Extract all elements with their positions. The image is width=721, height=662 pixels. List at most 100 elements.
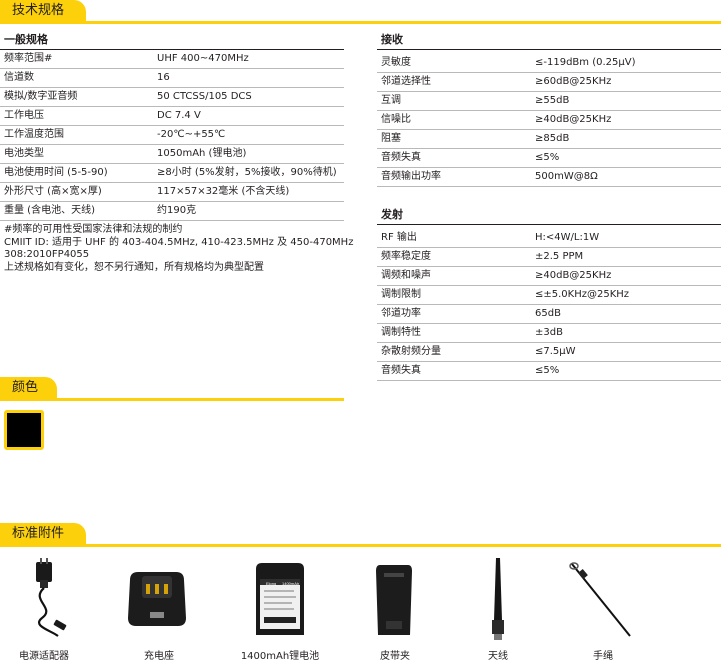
spec-row: 邻道功率 65dB [377, 305, 721, 324]
spec-key: 信道数 [4, 72, 34, 83]
spec-value: ≤-119dBm (0.25μV) [535, 57, 636, 68]
note-line: 308:2010FP4055 [4, 249, 90, 260]
spec-value: -20℃~+55℃ [157, 129, 226, 140]
spec-row: 重量 (含电池、天线) 约190克 [0, 202, 344, 221]
spec-key: 重量 (含电池、天线) [4, 205, 95, 216]
spec-row: 电池使用时间 (5-5-90) ≥8小时 (5%发射，5%接收，90%待机) [0, 164, 344, 183]
spec-row: 信噪比 ≥40dB@25KHz [377, 111, 721, 130]
spec-key: 电池类型 [4, 148, 44, 159]
spec-key: 电池使用时间 (5-5-90) [4, 167, 108, 178]
belt-clip-icon [376, 565, 412, 635]
spec-value: 16 [157, 72, 170, 83]
spec-row: 杂散射频分量 ≤7.5μW [377, 343, 721, 362]
section-tab-specs: 技术规格 [0, 0, 86, 21]
spec-value: ≥85dB [535, 133, 570, 144]
accessory-label: 1400mAh锂电池 [240, 651, 320, 662]
spec-row: 电池类型 1050mAh (锂电池) [0, 145, 344, 164]
spec-key: 信噪比 [381, 114, 411, 125]
spec-row: 音频输出功率 500mW@8Ω [377, 168, 721, 187]
spec-value: 65dB [535, 308, 561, 319]
spec-key: 外形尺寸 (高×宽×厚) [4, 186, 102, 197]
spec-row: 阻塞 ≥85dB [377, 130, 721, 149]
spec-row: 调制限制 ≤±5.0KHz@25KHz [377, 286, 721, 305]
spec-key: 频率稳定度 [381, 251, 431, 262]
section-title-color: 颜色 [12, 380, 39, 395]
section-title-accessories: 标准附件 [12, 526, 65, 541]
battery-label-capacity: 1400mAh [282, 581, 299, 586]
spec-row: 互调 ≥55dB [377, 92, 721, 111]
section-tab-color: 颜色 [0, 377, 57, 398]
battery-icon: Elong 1400mAh [256, 563, 304, 635]
spec-value: 1050mAh (锂电池) [157, 148, 247, 159]
spec-value: ≥60dB@25KHz [535, 76, 612, 87]
spec-value: 50 CTCSS/105 DCS [157, 91, 252, 102]
note-line: CMIIT ID: 适用于 UHF 的 403-404.5MHz, 410-42… [4, 236, 354, 248]
spec-row: 外形尺寸 (高×宽×厚) 117×57×32毫米 (不含天线) [0, 183, 344, 202]
spec-row: 工作电压 DC 7.4 V [0, 107, 344, 126]
transmit-spec-heading: 发射 [377, 206, 721, 225]
spec-key: 阻塞 [381, 133, 401, 144]
general-spec-heading: 一般规格 [0, 31, 344, 50]
general-spec-table: 一般规格 频率范围# UHF 400~470MHz 信道数 16 模拟/数字亚音频 50 … [0, 31, 344, 221]
accessory-label: 天线 [488, 651, 508, 662]
spec-row: 邻道选择性 ≥60dB@25KHz [377, 73, 721, 92]
accessory-label: 手绳 [593, 651, 613, 662]
spec-key: 工作温度范围 [4, 129, 64, 140]
spec-row: 信道数 16 [0, 69, 344, 88]
spec-key: 邻道选择性 [381, 76, 431, 87]
transmit-spec-table: 发射 RF 输出 H:<4W/L:1W 频率稳定度 ±2.5 PPM 调频和噪声 ≥40d… [377, 206, 721, 381]
spec-row: RF 输出 H:<4W/L:1W [377, 229, 721, 248]
spec-value: ≥40dB@25KHz [535, 270, 612, 281]
spec-value: ±3dB [535, 327, 563, 338]
spec-value: ≤5% [535, 152, 560, 163]
spec-row: 音频失真 ≤5% [377, 362, 721, 381]
spec-key: 邻道功率 [381, 308, 421, 319]
accessory-label: 皮带夹 [380, 651, 410, 662]
receive-spec-heading: 接收 [377, 31, 721, 50]
spec-value: ≥55dB [535, 95, 570, 106]
spec-key: 互调 [381, 95, 401, 106]
spec-row: 灵敏度 ≤-119dBm (0.25μV) [377, 54, 721, 73]
spec-key: 音频失真 [381, 152, 421, 163]
charger-icon [128, 572, 186, 626]
spec-value: DC 7.4 V [157, 110, 201, 121]
spec-key: 调制特性 [381, 327, 421, 338]
section-underline-specs [0, 21, 721, 24]
spec-value: ≥40dB@25KHz [535, 114, 612, 125]
spec-value: ≤7.5μW [535, 346, 576, 357]
spec-row: 频率稳定度 ±2.5 PPM [377, 248, 721, 267]
spec-value: ±2.5 PPM [535, 251, 584, 262]
spec-key: 模拟/数字亚音频 [4, 91, 78, 102]
spec-value: ≤±5.0KHz@25KHz [535, 289, 630, 300]
section-tab-accessories: 标准附件 [0, 523, 86, 544]
spec-key: 音频失真 [381, 365, 421, 376]
spec-value: 117×57×32毫米 (不含天线) [157, 186, 290, 197]
section-underline-color [0, 398, 344, 401]
spec-row: 调频和噪声 ≥40dB@25KHz [377, 267, 721, 286]
spec-key: RF 输出 [381, 232, 417, 243]
lanyard-icon [569, 562, 631, 637]
color-swatch-black [4, 410, 44, 450]
spec-value: UHF 400~470MHz [157, 53, 249, 64]
section-title-specs: 技术规格 [12, 3, 65, 18]
spec-key: 杂散射频分量 [381, 346, 441, 357]
spec-key: 调频和噪声 [381, 270, 431, 281]
spec-row: 频率范围# UHF 400~470MHz [0, 50, 344, 69]
spec-row: 调制特性 ±3dB [377, 324, 721, 343]
spec-row: 工作温度范围 -20℃~+55℃ [0, 126, 344, 145]
antenna-icon [492, 558, 504, 640]
spec-value: 500mW@8Ω [535, 171, 598, 182]
spec-key: 灵敏度 [381, 57, 411, 68]
spec-key: 调制限制 [381, 289, 421, 300]
spec-value: ≤5% [535, 365, 560, 376]
spec-value: 约190克 [157, 205, 197, 216]
spec-value: ≥8小时 (5%发射，5%接收，90%待机) [157, 167, 337, 178]
spec-key: 音频输出功率 [381, 171, 441, 182]
note-line: 上述规格如有变化，恕不另行通知，所有规格均为典型配置 [4, 261, 264, 273]
spec-key: 频率范围# [4, 53, 53, 64]
spec-key: 工作电压 [4, 110, 44, 121]
accessory-label: 充电座 [144, 651, 174, 662]
section-underline-accessories [0, 544, 721, 547]
spec-row: 音频失真 ≤5% [377, 149, 721, 168]
spec-value: H:<4W/L:1W [535, 232, 600, 243]
